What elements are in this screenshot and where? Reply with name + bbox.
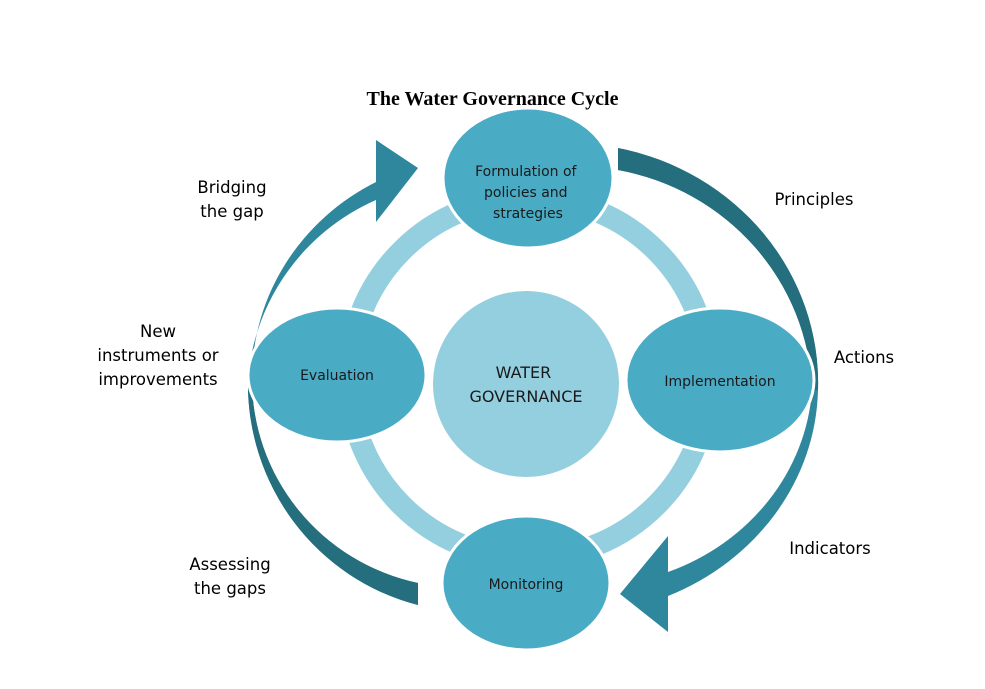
node-evaluation-label: Evaluation [300,368,374,384]
label-line: instruments or [97,346,219,365]
center-label: WATER GOVERNANCE [469,363,582,406]
label-principles: Principles [764,188,864,212]
label-line: Actions [833,348,895,367]
label-new-instruments: New instruments or improvements [88,320,228,392]
node-monitoring[interactable] [440,514,612,652]
label-indicators: Indicators [780,537,880,561]
label-line: Indicators [789,539,871,558]
label-actions: Actions [814,346,914,370]
node-implementation[interactable] [624,306,816,454]
node-formulation[interactable] [441,106,615,250]
label-line: improvements [98,370,218,389]
label-bridging-the-gap: Bridging the gap [182,176,282,224]
label-line: the gap [200,202,264,221]
label-line: Assessing [189,555,271,574]
center-circle [433,291,619,477]
node-implementation-label: Implementation [664,374,775,390]
node-monitoring-label: Monitoring [489,577,564,593]
node-evaluation[interactable] [246,306,428,444]
right-cycle-arrow [618,148,819,632]
right-arrow-shade [618,148,819,390]
diagram-title: The Water Governance Cycle [366,88,619,110]
label-line: Bridging [197,178,267,197]
label-line: New [140,322,176,341]
left-arrow-shade [247,378,418,605]
label-line: Principles [774,190,854,209]
label-line: the gaps [194,579,266,598]
node-formulation-label: Formulation of policies and strategies [475,164,581,222]
left-cycle-arrow [247,140,418,605]
label-assessing-the-gaps: Assessing the gaps [180,553,280,601]
